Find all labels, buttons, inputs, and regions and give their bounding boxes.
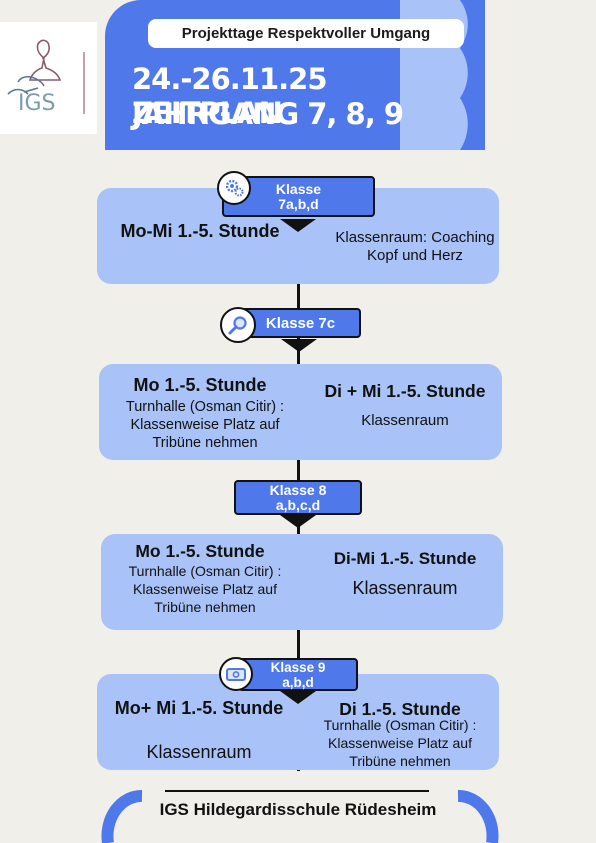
arrow-marker: [280, 691, 316, 704]
class-label-7c: Klasse 7c: [240, 308, 361, 338]
card-left-heading: Mo-Mi 1.-5. Stunde: [120, 221, 280, 241]
school-logo: IGS: [0, 22, 97, 134]
card-left-text: Turnhalle (Osman Citir) : Klassenweise P…: [128, 563, 282, 615]
class-label-line2: 7a,b,d: [278, 195, 319, 212]
card-right-text: Klassenraum: [352, 578, 458, 598]
card-right-heading: Di 1.-5. Stunde: [339, 699, 461, 719]
card-left-text: Turnhalle (Osman Citir) : Klassenweise P…: [125, 399, 285, 451]
class-label-line1: Klasse 7c: [265, 314, 336, 332]
card-left-heading: Mo 1.-5. Stunde: [133, 375, 267, 395]
page-title-line2: JAHRGANG 7, 8, 9: [132, 97, 404, 131]
magnifier-icon: [220, 307, 256, 343]
logo-text: IGS: [18, 91, 56, 116]
card-right-text: Klassenraum: [361, 412, 449, 429]
class-label-line2: a,b,d: [282, 674, 314, 690]
class-label-line1: Klasse: [275, 180, 322, 197]
class-label-line1: Klasse 8: [269, 481, 327, 498]
schedule-card-7c: [99, 364, 502, 460]
arrow-marker: [280, 219, 316, 232]
class-label-line2: a,b,c,d: [275, 496, 321, 513]
money-icon: [219, 657, 253, 691]
class-label-line1: Klasse 9: [270, 659, 326, 675]
gears-icon: [217, 171, 251, 205]
card-right-text: Turnhalle (Osman Citir) : Klassenweise P…: [323, 717, 477, 769]
card-left-text: Klassenraum: [146, 742, 252, 762]
footer-school-name: IGS Hildegardisschule Rüdesheim: [159, 800, 437, 819]
card-left-heading: Mo 1.-5. Stunde: [135, 541, 265, 561]
class-label-8: Klasse 8 a,b,c,d: [234, 480, 362, 515]
arrow-marker: [280, 515, 316, 528]
card-left-heading: Mo+ Mi 1.-5. Stunde: [114, 698, 284, 718]
schedule-card-8: [101, 534, 503, 630]
footer-decoration-right: [457, 790, 499, 843]
card-right-heading: Di-Mi 1.-5. Stunde: [333, 549, 477, 568]
class-label-9: Klasse 9 a,b,d: [238, 658, 358, 691]
banner-title: Projekttage Respektvoller Umgang: [148, 19, 464, 48]
footer-divider: [165, 790, 429, 792]
card-right-heading: Di + Mi 1.-5. Stunde: [324, 381, 486, 401]
footer-decoration-left: [101, 790, 143, 843]
page-title-line1: 24.-26.11.25 ZEITPLAN: [132, 62, 328, 130]
card-right-text: Klassenraum: Coaching Kopf und Herz: [335, 229, 495, 264]
arrow-marker: [281, 339, 317, 352]
